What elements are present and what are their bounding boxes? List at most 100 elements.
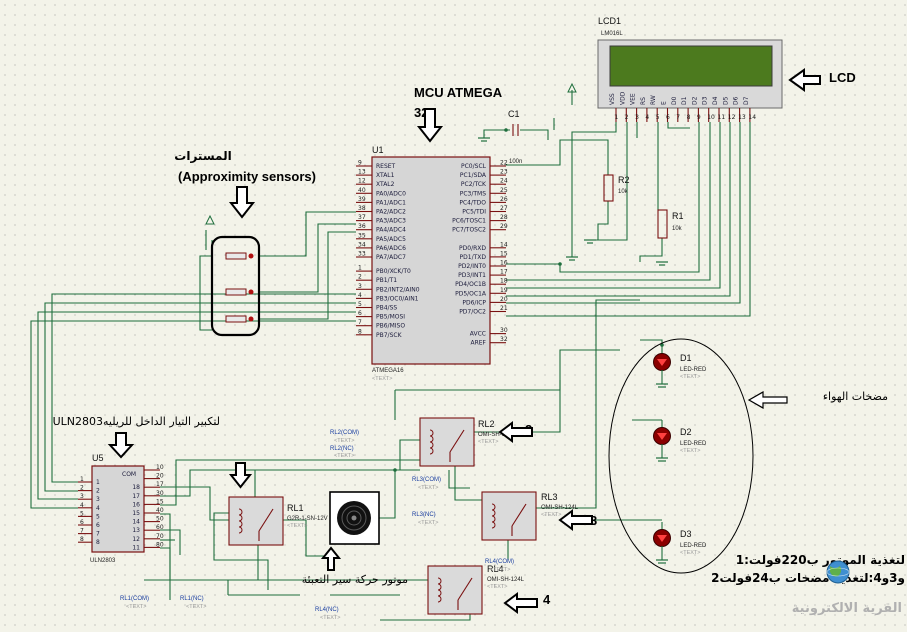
sensors-arrow-icon (228, 186, 256, 219)
terminal-rl2-nc: RL2(NC) (330, 446, 354, 452)
legend-line2: 2و3و4:لتغذية مضخات ب24فولت (711, 571, 905, 586)
mcu-pin-label: AREF (470, 340, 486, 347)
mcu-pin-label: PC1/SDA (460, 172, 487, 179)
lcd-pin-num: 3 (635, 114, 639, 121)
leds: D1LED-RED<TEXT>D2LED-RED<TEXT>D3LED-RED<… (653, 346, 707, 564)
uln-in-label: 8 (96, 539, 100, 546)
lcd-pin-rs: RS4 (640, 97, 649, 122)
led-text-placeholder: <TEXT> (680, 550, 700, 556)
approximity-sensors[interactable] (210, 235, 261, 337)
uln-out-pin: 20 (144, 473, 164, 480)
lcd-pin-e: E6 (661, 101, 670, 122)
sensors-label-en: (Approximity sensors) (178, 169, 316, 184)
uln-com-label: COM (122, 471, 136, 478)
relay-arrow-icon (498, 421, 533, 443)
mcu-ref: U1 (372, 145, 384, 155)
mcu-pin-label: PA4/ADC4 (376, 227, 406, 234)
mcu-pin-label: PB3/OC0/AIN1 (376, 295, 419, 302)
mcu-part: ATMEGA16 (372, 368, 404, 374)
mcu-pin-num: 26 (500, 196, 508, 203)
lcd-ref: LCD1 (598, 16, 621, 26)
mcu-pin-num: 28 (500, 214, 508, 221)
lcd-pin-num: 6 (666, 114, 670, 121)
terminal-rl1-com: RL1(COM) (120, 596, 149, 602)
mcu-pin-label: PA3/ADC3 (376, 218, 406, 225)
lcd-pin-label: E (661, 101, 668, 105)
led-group[interactable]: D1LED-RED<TEXT>D2LED-RED<TEXT>D3LED-RED<… (608, 338, 754, 574)
uln-pin-num: 7 (80, 528, 84, 535)
sensor-2 (225, 288, 254, 296)
mcu-pin-num: 33 (358, 251, 366, 258)
mcu-pin-label: PA0/ADC0 (376, 190, 406, 197)
uln-out-label: 12 (132, 536, 140, 543)
uln-out-label: 18 (132, 484, 140, 491)
uln-pin-num: 17 (156, 481, 164, 488)
mcu-pin-label: PD6/ICP (462, 299, 486, 306)
mcu-pin-label: PC5/TDI (462, 209, 486, 216)
lcd-pin-d1: D18 (681, 96, 691, 122)
resistor-r2[interactable]: R2 10k (603, 174, 630, 202)
mcu-pin-num: 15 (500, 250, 508, 257)
mcu-pin-num: 5 (358, 301, 362, 308)
uln-in-label: 6 (96, 522, 100, 529)
mcu-pin-label: PD1/TXD (460, 254, 487, 261)
lcd-pin-label: D2 (691, 96, 698, 105)
mcu-pin-num: 1 (358, 265, 362, 272)
conveyor-motor[interactable] (329, 491, 380, 545)
mcu-pin-num: 27 (500, 205, 508, 212)
r2-value: 10k (618, 189, 629, 195)
motor-arrow-icon (320, 546, 342, 571)
mcu-pin-label: PD2/INT0 (458, 263, 486, 270)
resistor-r1[interactable]: R1 10k (657, 209, 684, 239)
r1-ref: R1 (672, 211, 684, 221)
mcu-pin-num: 37 (358, 214, 366, 221)
terminal-rl1-nc-text: <TEXT> (186, 604, 206, 610)
mcu-pin-label: PC3/TMS (460, 190, 486, 197)
mcu-pin-label: PD0/RXD (459, 245, 486, 252)
lcd-pin-num: 12 (728, 114, 736, 121)
sensor-1 (225, 252, 254, 260)
uln-out-label: 13 (132, 527, 140, 534)
uln-pin-num: 60 (156, 524, 164, 531)
mcu-pin-num: 14 (500, 241, 508, 248)
uln-pin-num: 30 (156, 490, 164, 497)
lcd-display[interactable]: LCD1 LM016L VSS1VDD2VEE3RS4RW5E6D07D18D2… (597, 16, 783, 122)
capacitor-c1[interactable]: C1 100n (508, 109, 522, 165)
lcd-pin-d0: D07 (671, 96, 680, 122)
lcd-annotation: LCD (788, 68, 856, 92)
mcu-pin-label: XTAL1 (376, 172, 395, 179)
